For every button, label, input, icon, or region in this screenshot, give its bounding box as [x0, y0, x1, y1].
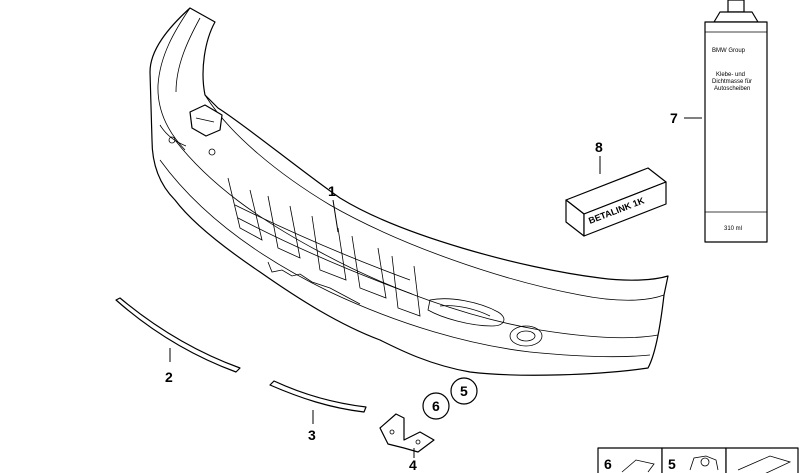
leader-line-1	[332, 199, 339, 233]
tube-brand: BMW Group	[712, 48, 746, 54]
tube-volume: 310 ml	[724, 226, 742, 232]
callout-circle-6	[422, 392, 450, 420]
legend-box-extra[interactable]	[725, 447, 799, 473]
legend-label-5: 5	[668, 456, 676, 472]
legend-box-5[interactable]: 5	[661, 447, 727, 473]
mounting-bracket[interactable]	[379, 413, 435, 453]
callout-3: 3	[308, 427, 316, 443]
legend-label-6: 6	[604, 456, 612, 472]
betalink-box[interactable]: BETALINK 1K	[565, 167, 667, 237]
callout-7: 7	[670, 110, 678, 126]
callout-1: 1	[328, 183, 336, 199]
front-bumper[interactable]	[149, 7, 669, 376]
tube-desc-2: Dichtmasse für	[712, 79, 752, 85]
adhesive-cartridge[interactable]: BMW Group Klebe- und Dichtmasse für Auto…	[704, 0, 768, 243]
tube-desc-1: Klebe- und	[716, 72, 745, 78]
callout-5: 5	[460, 383, 468, 399]
callout-8: 8	[595, 139, 603, 155]
legend-box-6[interactable]: 6	[597, 447, 663, 473]
trim-strip-right[interactable]	[269, 380, 367, 413]
tube-desc-3: Autoscheiben	[714, 86, 750, 92]
callout-2: 2	[165, 369, 173, 385]
trim-strip-left[interactable]	[115, 297, 241, 373]
callout-6: 6	[432, 398, 440, 414]
callout-circle-5	[450, 377, 478, 405]
callout-4: 4	[409, 457, 417, 473]
